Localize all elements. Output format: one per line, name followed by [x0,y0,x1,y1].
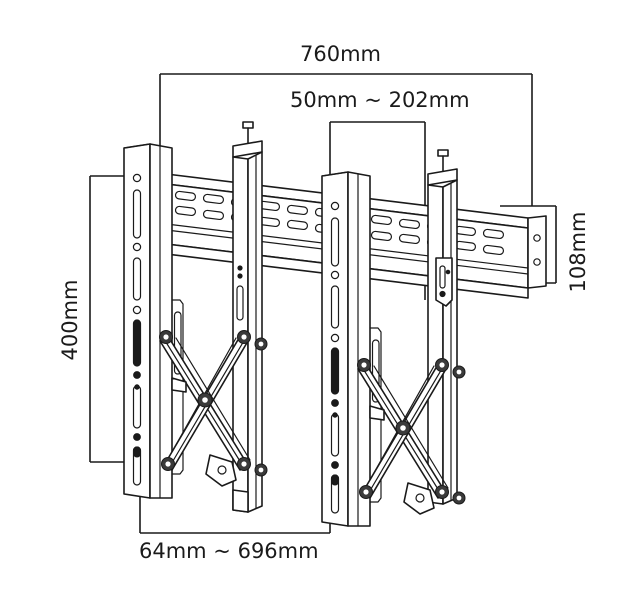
post-left-hole-pattern [132,173,142,486]
vertical-post-right [321,171,382,527]
dimension-label-adjust-range: 64mm ~ 696mm [139,539,319,563]
dimension-label-post-height: 400mm [58,279,82,361]
dimension-label-overall-width: 760mm [300,42,381,66]
adjustment-column-right [427,149,458,505]
scissor-arm-left [159,330,268,487]
post-right-hole-pattern [330,201,340,514]
vertical-post-left [123,143,184,499]
dimension-label-rail-height: 108mm [566,211,590,293]
dimension-label-post-spacing: 50mm ~ 202mm [290,88,470,112]
scissor-arm-right [357,358,466,515]
